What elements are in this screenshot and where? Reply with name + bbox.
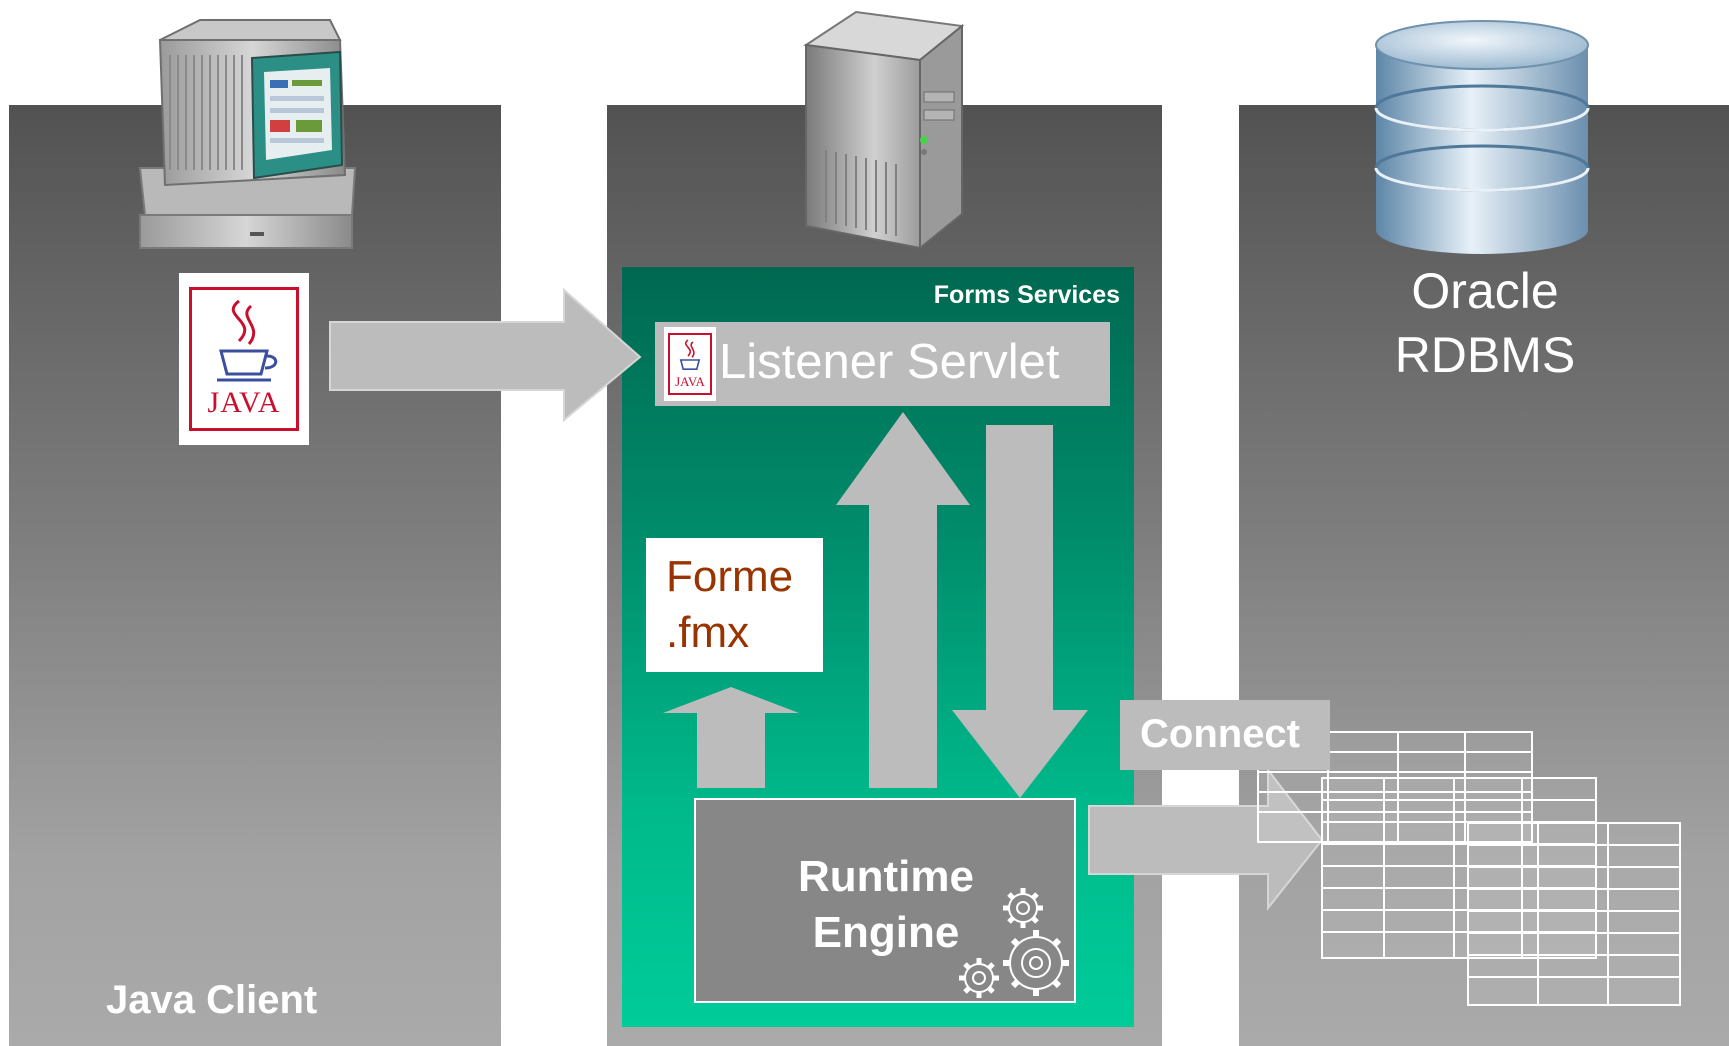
java-client-tier	[9, 105, 501, 1046]
java-logo-word: JAVA	[675, 373, 705, 389]
computer-icon	[138, 19, 357, 249]
java-logo-icon: JAVA	[664, 327, 716, 401]
client-to-listener-arrow	[329, 287, 642, 423]
runtime-engine-box: Runtime Engine	[694, 798, 1076, 1003]
tables-icon	[1257, 731, 1681, 1006]
connect-box: Connect	[1120, 700, 1330, 770]
runtime-to-database-arrow	[1088, 767, 1324, 911]
connect-label: Connect	[1140, 712, 1300, 756]
coffee-cup-icon	[217, 299, 278, 382]
engine-label: Engine	[812, 908, 960, 957]
listener-to-runtime-arrow	[952, 425, 1088, 798]
gears-icon	[959, 888, 1069, 998]
forms-services-title: Forms Services	[933, 281, 1120, 309]
runtime-label: Runtime	[798, 852, 974, 901]
java-logo-icon: JAVA	[179, 273, 309, 445]
server-tower-icon	[803, 10, 965, 251]
java-client-label: Java Client	[106, 978, 318, 1022]
forme-label: Forme	[666, 552, 794, 601]
fmx-label: .fmx	[666, 608, 750, 657]
coffee-cup-icon	[679, 339, 701, 370]
oracle-label: Oracle	[1411, 263, 1559, 319]
rdbms-label: RDBMS	[1394, 327, 1576, 383]
listener-servlet-label: Listener Servlet	[719, 335, 1060, 389]
listener-servlet-box: Listener Servlet	[655, 322, 1110, 406]
database-icon	[1374, 20, 1590, 254]
java-logo-word: JAVA	[207, 386, 281, 419]
forme-fmx-box: Forme .fmx	[646, 538, 823, 672]
runtime-to-listener-arrow	[836, 412, 970, 788]
runtime-to-forme-arrow	[663, 687, 799, 788]
